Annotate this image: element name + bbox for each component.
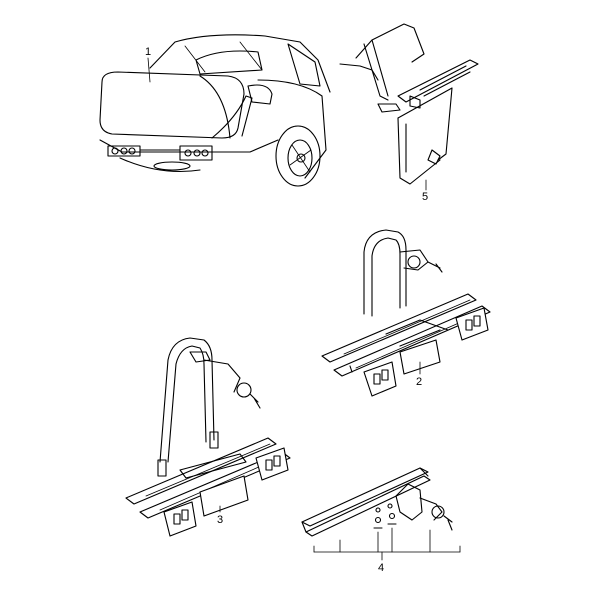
callout-4: 4 (378, 562, 384, 574)
car-rear-with-carrier (99, 34, 331, 187)
callout-3: 3 (217, 514, 223, 526)
callout-5: 5 (422, 191, 428, 203)
bike-carrier-small (321, 229, 491, 397)
bike-carrier-large (125, 337, 291, 537)
callout-2: 2 (416, 376, 422, 388)
extension-bar-kit (301, 467, 461, 561)
folding-frame (339, 23, 479, 191)
callout-1: 1 (145, 46, 151, 58)
